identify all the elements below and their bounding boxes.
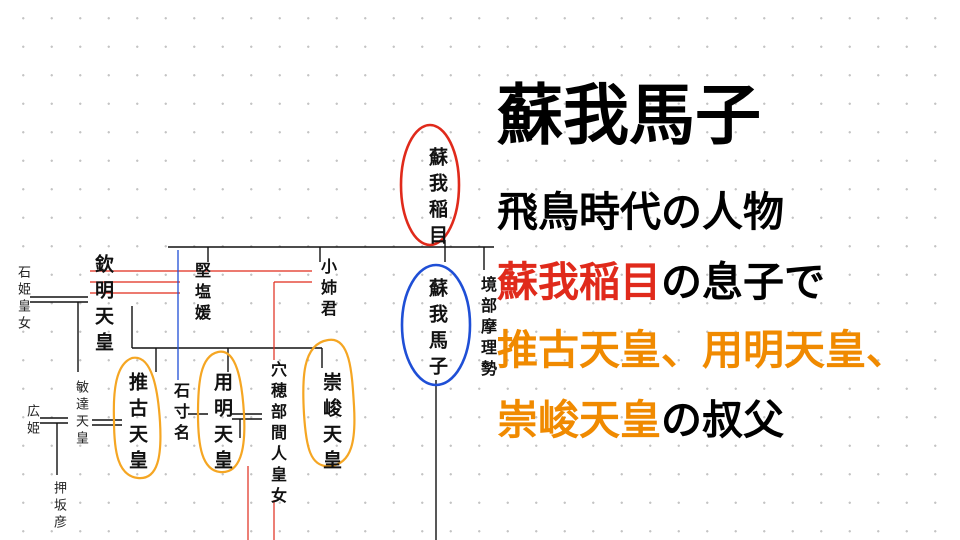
name-sakaibe-marise: 境部摩理勢 [478, 276, 497, 381]
name-sushun: 崇峻天皇 [320, 372, 342, 476]
name-soga-iname: 蘇我稲目 [426, 147, 448, 251]
name-iwakuna: 石寸名 [171, 382, 190, 445]
name-hirohime: 広姫 [24, 404, 39, 438]
name-oanegimi: 小姉君 [318, 258, 337, 321]
name-suiko: 推古天皇 [126, 372, 148, 476]
desc-highlight-yomei: 用明天皇、 [702, 326, 907, 374]
desc-highlight-iname: 蘇我稲目 [497, 258, 661, 306]
desc-line-4-rest: の叔父 [661, 396, 784, 444]
name-kinmei: 欽明天皇 [92, 254, 114, 358]
desc-highlight-sushun: 崇峻天皇 [497, 396, 661, 444]
name-katashihime: 堅塩媛 [192, 262, 211, 325]
name-anahobe: 穴穂部間人皇女 [268, 361, 287, 508]
name-yomei: 用明天皇 [211, 372, 233, 476]
desc-line-1: 飛鳥時代の人物 [497, 188, 784, 236]
desc-line-4: 崇峻天皇の叔父 [497, 386, 784, 446]
name-bidatsu: 敏達天皇 [73, 380, 88, 448]
desc-line-2: 蘇我稲目の息子で [497, 248, 825, 308]
desc-line-2-rest: の息子で [661, 258, 825, 306]
page-title: 蘇我馬子 [497, 77, 761, 154]
desc-highlight-suiko: 推古天皇、 [497, 326, 702, 374]
desc-line-3: 推古天皇、用明天皇、 [497, 316, 907, 376]
name-soga-umako: 蘇我馬子 [426, 278, 448, 382]
name-ishihime: 石姫皇女 [15, 265, 30, 333]
name-oshisakahiko: 押坂彦 [51, 481, 66, 532]
